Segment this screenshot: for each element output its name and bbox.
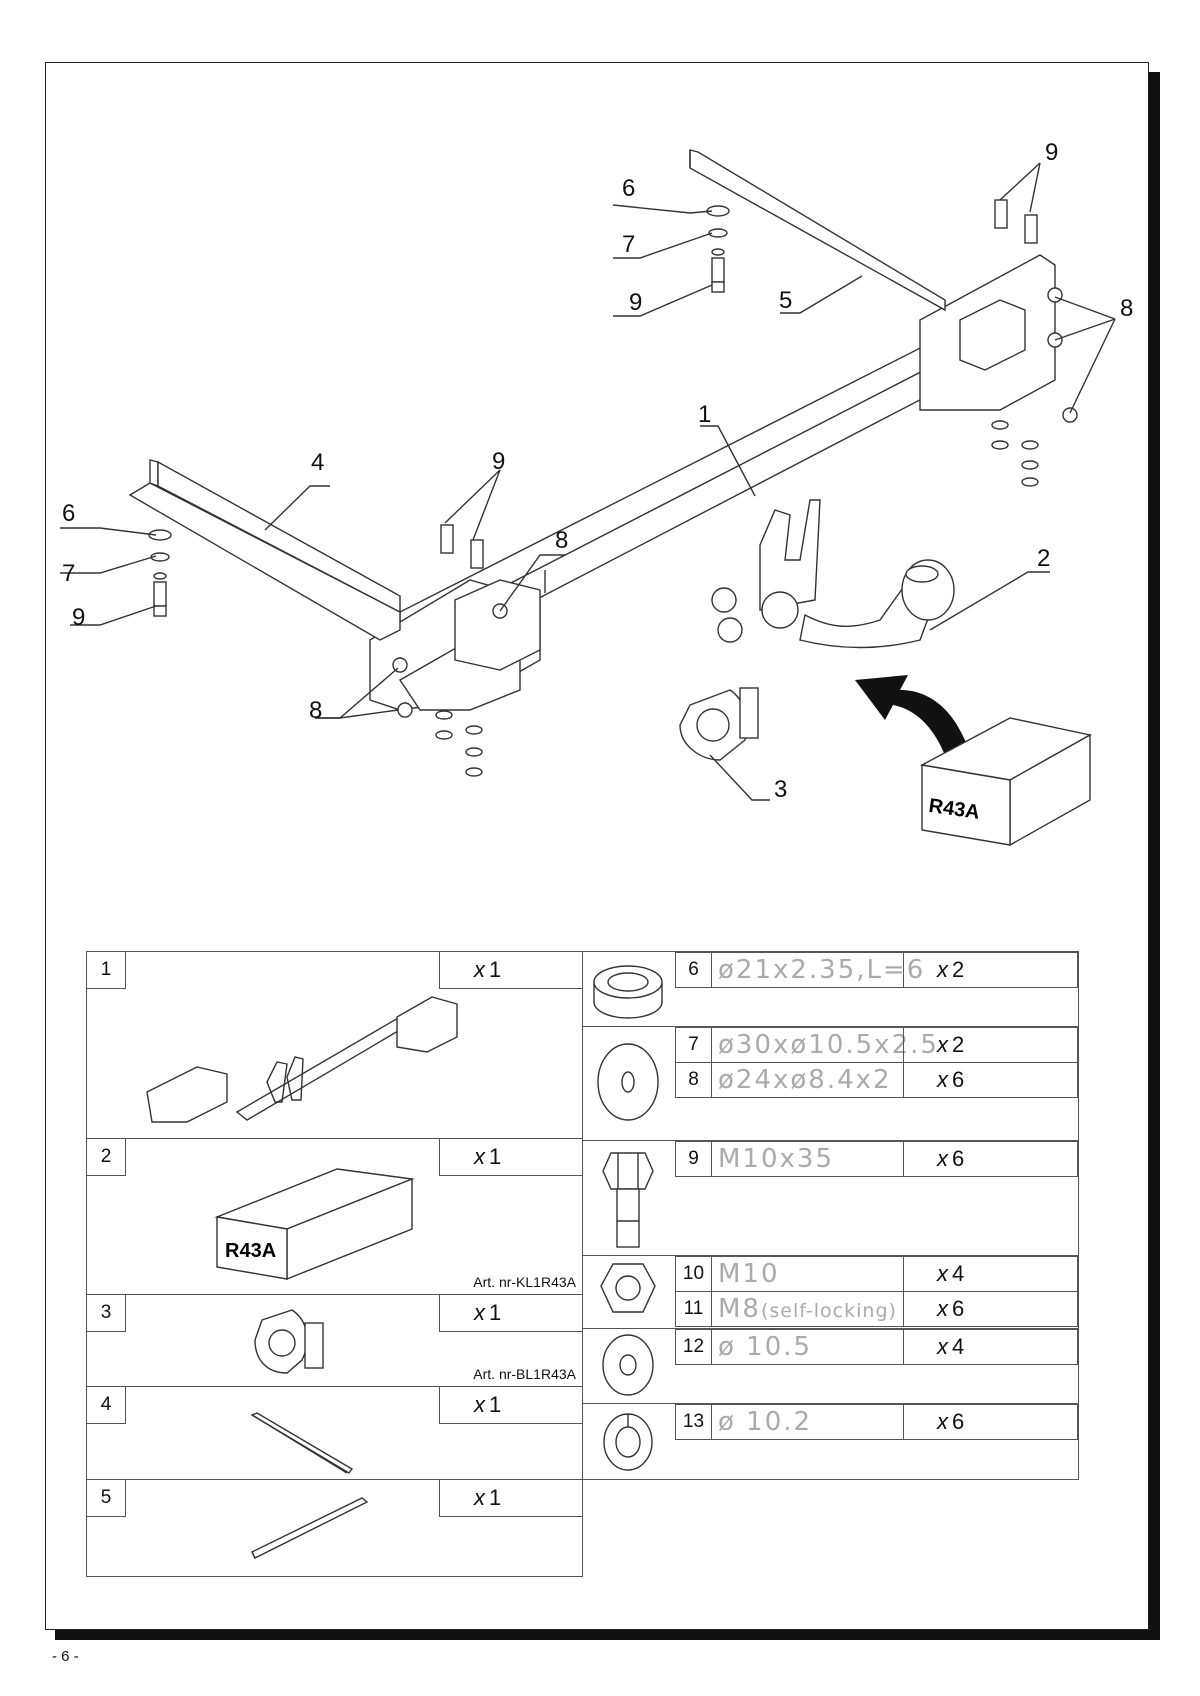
callout-9-top-right: 9 [1045,139,1058,166]
leader-lines [60,162,1116,801]
box-thumbnail-label: R43A [225,1240,276,1262]
part-spec: M10 [718,1259,780,1289]
part-spec-note: (self-locking) [760,1300,897,1322]
part-spec: ø30xø10.5x2.5 [718,1030,939,1060]
callout-3: 3 [774,776,787,803]
part-number: 10 [676,1257,712,1291]
right-bracket [919,254,1056,411]
callout-7-top: 7 [622,231,635,258]
part-spec: ø24xø8.4x2 [718,1065,892,1095]
part-number: 9 [676,1142,712,1176]
crossbar-thumbnail [146,996,458,1123]
callout-8-mid: 8 [555,527,568,554]
large-washer-icon [597,1043,659,1121]
spacer-ring-icon [593,965,663,1019]
part-spec: ø 10.2 [718,1407,813,1437]
rail-part-5 [689,149,946,312]
part-number: 7 [676,1028,712,1062]
socket-plate-thumbnail [254,1309,324,1374]
part-spec: ø21x2.35,L=6 [718,955,926,985]
callout-1: 1 [698,401,711,428]
callout-8-right: 8 [1120,295,1133,322]
part-number: 1 [87,952,126,989]
callout-8-left: 8 [309,697,322,724]
box-thumbnail: R43A [214,1168,415,1281]
article-number: Art. nr-BL1R43A [473,1366,576,1382]
part-number: 5 [87,1480,126,1517]
part-number: 4 [87,1387,126,1424]
callout-9-left: 9 [72,604,85,631]
hardware-stacks [148,199,1078,777]
callout-5: 5 [779,287,792,314]
callout-7-left: 7 [62,560,75,587]
part-number: 2 [87,1139,126,1176]
part-number: 11 [676,1292,712,1326]
ball-box [919,717,1092,847]
part-spec: ø 10.5 [718,1332,813,1362]
towball-part-2 [711,499,955,649]
part-number: 13 [676,1405,712,1439]
part-number: 3 [87,1295,126,1332]
rail-5-thumbnail [251,1497,369,1559]
part-number: 6 [676,953,712,987]
part-number: 12 [676,1330,712,1364]
callout-9-mid: 9 [492,448,505,475]
socket-plate-part-3 [679,687,759,761]
nut-icon [600,1263,656,1313]
rail-4-thumbnail [250,1412,354,1474]
callout-2: 2 [1037,545,1050,572]
article-number: Art. nr-KL1R43A [473,1274,576,1290]
callout-9-top: 9 [629,289,642,316]
bolt-icon [602,1152,654,1248]
part-number: 8 [676,1063,712,1097]
arrow-icon [855,675,975,770]
callout-6-top: 6 [622,175,635,202]
callout-4: 4 [311,449,324,476]
rail-part-4 [128,459,401,641]
spring-washer-icon [603,1413,653,1471]
callout-6-left: 6 [62,500,75,527]
page-number: - 6 - [52,1648,79,1665]
part-spec: M10x35 [718,1144,834,1174]
part-spec: M8(self-locking) [718,1294,897,1324]
washer-icon [602,1334,654,1396]
